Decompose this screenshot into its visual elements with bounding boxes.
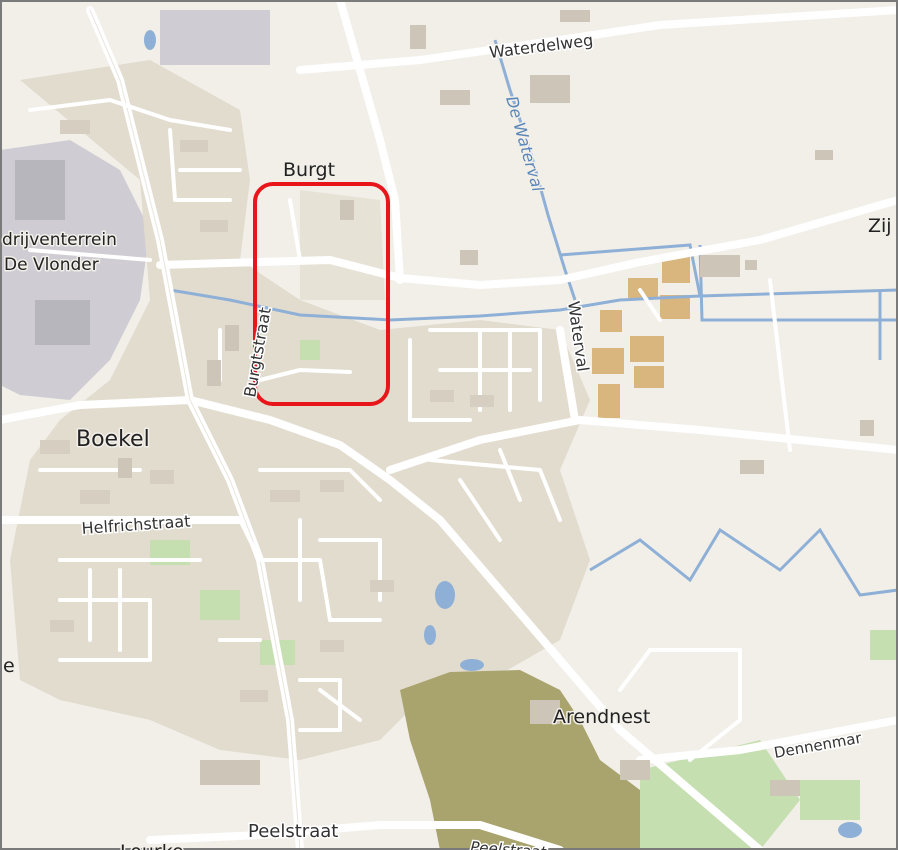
place-label-lourke: Lourke bbox=[120, 841, 184, 850]
industrial-building bbox=[160, 10, 270, 65]
place-label-zij: Zij bbox=[868, 215, 892, 237]
place-label-burgt: Burgt bbox=[283, 159, 335, 181]
highlight-box bbox=[253, 182, 390, 406]
industrial-building bbox=[35, 300, 90, 345]
place-label-industrial-2: De Vlonder bbox=[4, 255, 99, 275]
buildings bbox=[118, 10, 874, 796]
place-label-industrial-1: drijventerrein bbox=[2, 230, 117, 250]
park-areas bbox=[150, 340, 898, 850]
place-label-e: e bbox=[3, 655, 15, 677]
place-label-arendnest: Arendnest bbox=[553, 706, 650, 728]
ponds bbox=[144, 30, 862, 838]
forest-area bbox=[400, 670, 660, 850]
place-label-boekel: Boekel bbox=[76, 427, 150, 452]
street-label-peelstraat: Peelstraat bbox=[248, 821, 338, 842]
industrial-building bbox=[15, 160, 65, 220]
town-blocks bbox=[40, 120, 494, 702]
main-road-casing bbox=[89, 9, 301, 850]
